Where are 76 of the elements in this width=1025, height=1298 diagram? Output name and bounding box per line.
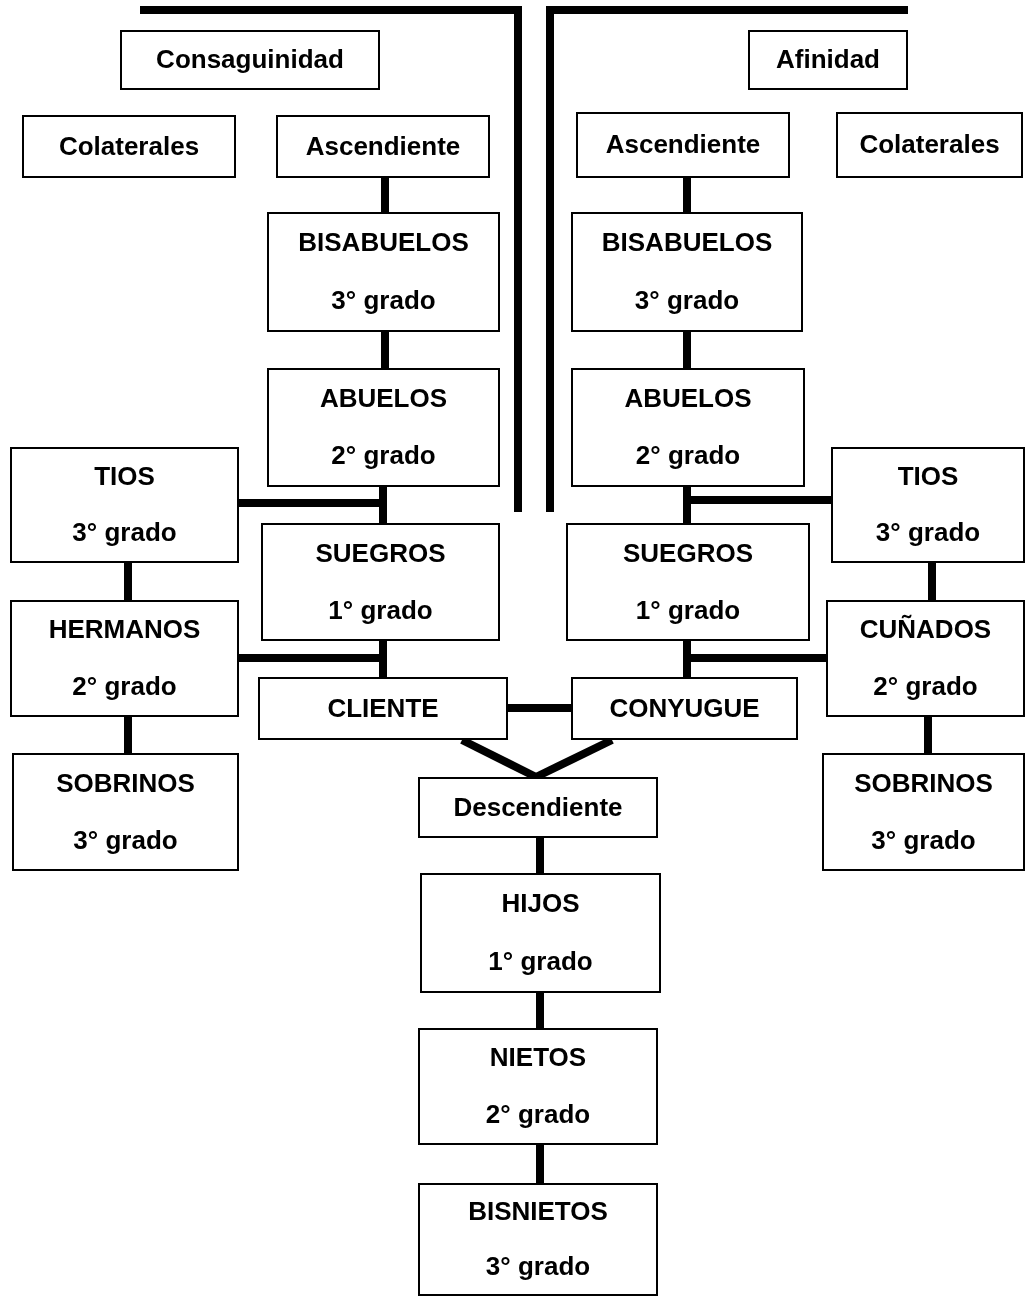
node-label: CLIENTE — [327, 693, 439, 724]
node-label: BISABUELOS — [601, 228, 773, 258]
degree-label: 2° grado — [485, 1099, 591, 1130]
degree-label: 1° grado — [488, 947, 593, 977]
node-label: SUEGROS — [315, 538, 446, 569]
category-box — [276, 115, 490, 178]
relative-box — [566, 523, 810, 641]
degree-label: 3° grado — [634, 286, 740, 316]
degree-label: 2° grado — [873, 671, 978, 702]
node-label: CONYUGUE — [609, 693, 760, 724]
connector-line — [683, 641, 826, 662]
connector-line — [683, 332, 691, 368]
node-label: NIETOS — [489, 1043, 587, 1074]
category-box — [576, 112, 790, 178]
connector-line — [381, 178, 389, 212]
degree-label: 3° grado — [73, 825, 178, 856]
node-label: TIOS — [94, 462, 155, 492]
relative-box — [267, 368, 500, 487]
node-label: Colaterales — [58, 131, 200, 162]
degree-label: 3° grado — [485, 1251, 591, 1282]
connector-line — [928, 563, 936, 600]
node-label: HERMANOS — [48, 615, 201, 646]
node-label: SOBRINOS — [56, 768, 195, 799]
degree-label: 3° grado — [331, 286, 436, 316]
relative-box — [420, 873, 661, 993]
connector-line — [536, 838, 544, 873]
degree-label: 3° grado — [72, 518, 177, 548]
node-label: ABUELOS — [319, 383, 448, 414]
connector-line — [683, 178, 691, 212]
relative-box — [261, 523, 500, 641]
node-label: Ascendiente — [605, 130, 761, 160]
degree-label: 2° grado — [635, 441, 741, 472]
relative-box — [418, 1028, 658, 1145]
node-label: SUEGROS — [623, 538, 753, 569]
node-label: BISABUELOS — [298, 228, 469, 258]
relative-box — [571, 212, 803, 332]
relative-box — [12, 753, 239, 871]
degree-label: 2° grado — [72, 671, 177, 702]
node-label: Ascendiente — [305, 131, 461, 162]
node-label: TIOS — [897, 462, 959, 492]
group-heading-box — [748, 30, 908, 90]
relative-box — [267, 212, 500, 332]
node-label: Consaguinidad — [156, 45, 344, 75]
node-label: ABUELOS — [624, 383, 752, 414]
degree-label: 1° grado — [328, 595, 433, 626]
node-label: Afinidad — [776, 45, 880, 75]
relative-box — [418, 1183, 658, 1296]
node-label: CUÑADOS — [859, 615, 992, 646]
node-label: BISNIETOS — [468, 1197, 608, 1228]
category-box — [836, 112, 1023, 178]
connector-line — [124, 563, 132, 600]
connector-line — [536, 993, 544, 1028]
category-box — [418, 777, 658, 838]
node-label: SOBRINOS — [854, 768, 993, 799]
category-box — [258, 677, 508, 740]
degree-label: 3° grado — [871, 825, 976, 856]
relative-box — [10, 600, 239, 717]
connector-line — [924, 717, 932, 753]
relative-box — [571, 368, 805, 487]
category-box — [22, 115, 236, 178]
category-box — [571, 677, 798, 740]
connector-line — [381, 332, 389, 368]
degree-label: 1° grado — [635, 595, 741, 626]
relative-box — [822, 753, 1025, 871]
group-heading-box — [120, 30, 380, 90]
node-label: Colaterales — [859, 130, 1000, 160]
relative-box — [826, 600, 1025, 717]
relative-box — [10, 447, 239, 563]
connector-line — [124, 717, 132, 753]
node-label: Descendiente — [453, 792, 623, 823]
degree-label: 2° grado — [331, 441, 436, 472]
node-label: HIJOS — [501, 889, 580, 919]
connector-line — [536, 1145, 544, 1183]
degree-label: 3° grado — [875, 518, 981, 548]
relative-box — [831, 447, 1025, 563]
connector-line — [508, 704, 571, 712]
